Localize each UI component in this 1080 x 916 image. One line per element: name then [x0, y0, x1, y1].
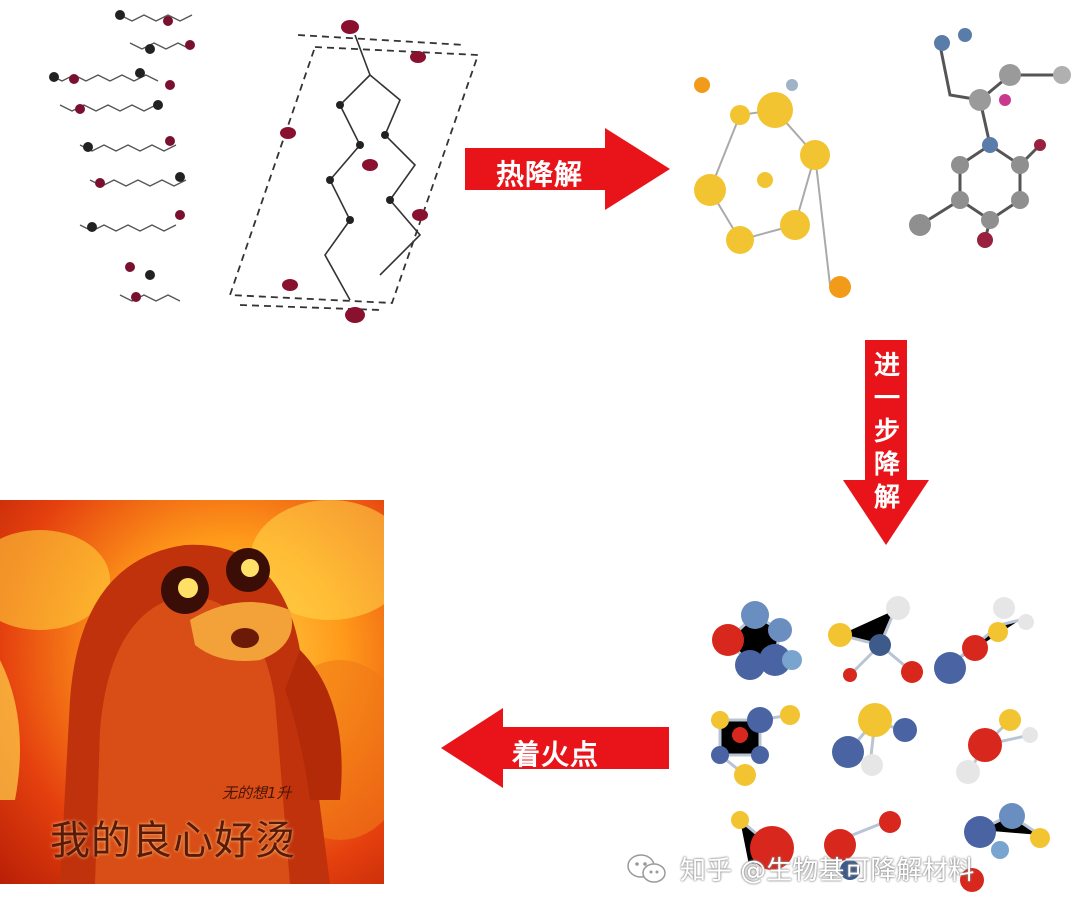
- molecule-tetrahedral: [828, 596, 923, 683]
- arrow-thermal-degradation: [465, 128, 670, 210]
- molecule-chain: [934, 597, 1034, 684]
- sulfur-ring-molecule: [694, 77, 851, 298]
- small-molecules-grid: [711, 596, 1050, 892]
- polymer-chains-left: [49, 14, 193, 302]
- unit-cell-outline: [228, 34, 480, 311]
- arrow-ignition-point: [441, 708, 669, 788]
- arrow-further-degradation-label: 进 一 步 降 解: [871, 350, 903, 515]
- degradation-product-molecules: [694, 28, 1071, 298]
- meme-sub-caption: 无的想1升: [222, 784, 292, 802]
- molecule-cube: [711, 705, 800, 786]
- char-2: 一: [873, 384, 900, 414]
- organic-ring-molecule: [909, 28, 1071, 248]
- wechat-icon: [627, 854, 666, 883]
- watermark-text: 知乎 @生物基可降解材料: [680, 856, 975, 886]
- polymer-atoms-left: [49, 10, 195, 302]
- arrow-thermal-degradation-label: 热降解: [496, 158, 584, 191]
- char-3: 步: [873, 417, 900, 447]
- molecule-bent: [832, 703, 917, 776]
- molecule-water-like: [956, 709, 1038, 784]
- molecule-ring-blue: [712, 601, 802, 680]
- penguin-illustration: [0, 500, 384, 884]
- helix-atoms: [280, 20, 428, 323]
- meme-caption: 我的良心好烫: [50, 818, 296, 864]
- arrow-ignition-point-label: 着火点: [512, 738, 600, 771]
- char-4: 降: [873, 450, 900, 480]
- arrow-further-degradation: [843, 340, 929, 545]
- molecule-row3: [731, 803, 1050, 892]
- char-5: 解: [873, 483, 900, 513]
- helix-chain: [324, 34, 422, 301]
- polymer-crystal-structure: [49, 10, 480, 323]
- burning-penguin-meme: [0, 500, 384, 884]
- char-1: 进: [873, 351, 900, 381]
